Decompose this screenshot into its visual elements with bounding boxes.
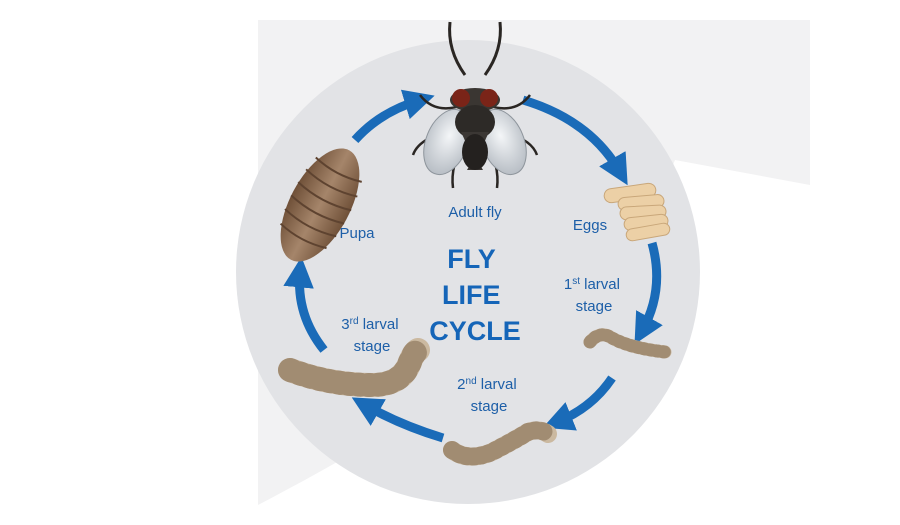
label-eggs: Eggs: [573, 217, 607, 234]
label-3rd-larval-stage: 3rd larval stage: [341, 316, 402, 356]
cycle-arrows: [283, 89, 663, 443]
pupa-icon: [279, 148, 362, 262]
larva-1st-stage-icon: [583, 328, 672, 359]
larva-3rd-stage-icon: [278, 338, 430, 398]
arrow-eggs-to-larva1: [634, 241, 663, 345]
arrow-pupa-to-adult: [351, 89, 435, 144]
diagram-title: FLY LIFE CYCLE: [429, 244, 521, 346]
label-pupa: Pupa: [339, 225, 375, 242]
arrow-adult-to-eggs: [521, 95, 628, 186]
housefly-icon: [411, 21, 539, 189]
larva-2nd-stage-icon: [443, 421, 557, 466]
arrow-larva2-to-larva3: [351, 397, 445, 443]
arrow-larva3-to-pupa: [283, 256, 328, 353]
label-2nd-larval-stage: 2nd larval stage: [457, 376, 521, 416]
egg-cluster-icon: [603, 182, 671, 242]
arrow-larva1-to-larva2: [542, 375, 616, 431]
label-1st-larval-stage: 1st larval stage: [564, 276, 624, 316]
label-adult-fly: Adult fly: [448, 204, 502, 221]
